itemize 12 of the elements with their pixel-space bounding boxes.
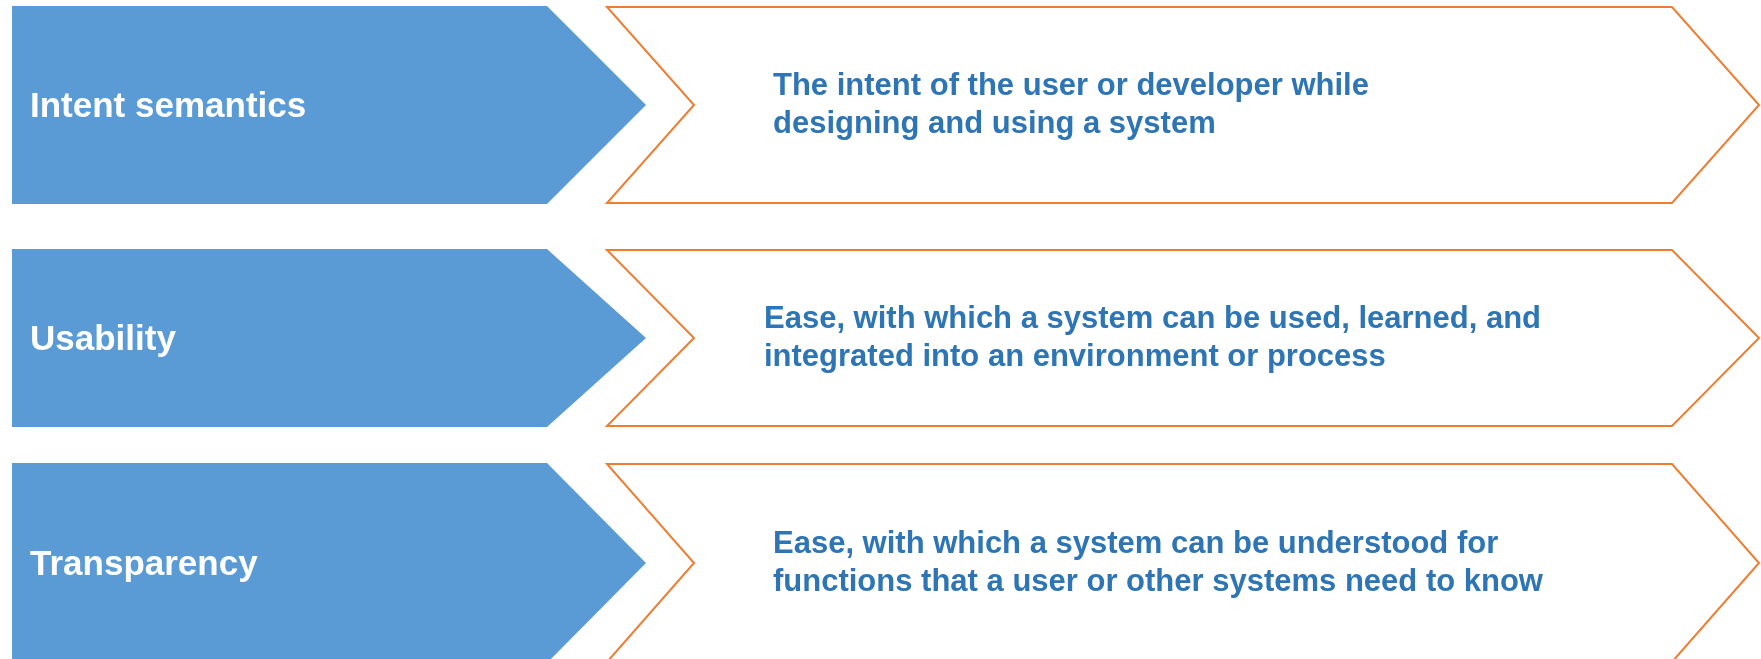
description-text: Ease, with which a system can be used, learned, and integrated into an environment or process bbox=[764, 299, 1542, 375]
description-text: Ease, with which a system can be understood for functions that a user or other systems need to know bbox=[773, 524, 1543, 600]
category-heading: Transparency bbox=[30, 542, 258, 584]
category-heading: Intent semantics bbox=[30, 84, 307, 126]
heading-banner bbox=[12, 463, 646, 659]
heading-banner bbox=[12, 249, 646, 427]
chevron-shape bbox=[606, 463, 1760, 659]
heading-banner bbox=[12, 6, 646, 204]
description-text: The intent of the user or developer while designing and using a system bbox=[773, 66, 1370, 142]
chevron-shape bbox=[606, 249, 1760, 427]
category-heading: Usability bbox=[30, 317, 176, 359]
chevron-shape bbox=[606, 6, 1760, 204]
